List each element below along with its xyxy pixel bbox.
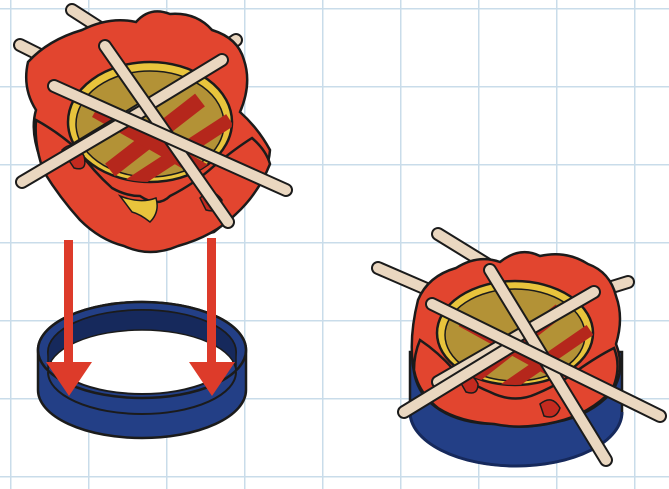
rubber-band-a — [36, 300, 248, 440]
assembly-before — [13, 3, 293, 440]
stick-front-group-b — [397, 263, 667, 467]
stick-front-group-a — [15, 39, 293, 229]
balloon-front-flap-a — [34, 117, 272, 254]
jar-drip-a — [117, 194, 158, 224]
down-arrow-left — [46, 240, 92, 396]
assembly-after — [371, 227, 667, 468]
down-arrow-right — [189, 238, 235, 396]
